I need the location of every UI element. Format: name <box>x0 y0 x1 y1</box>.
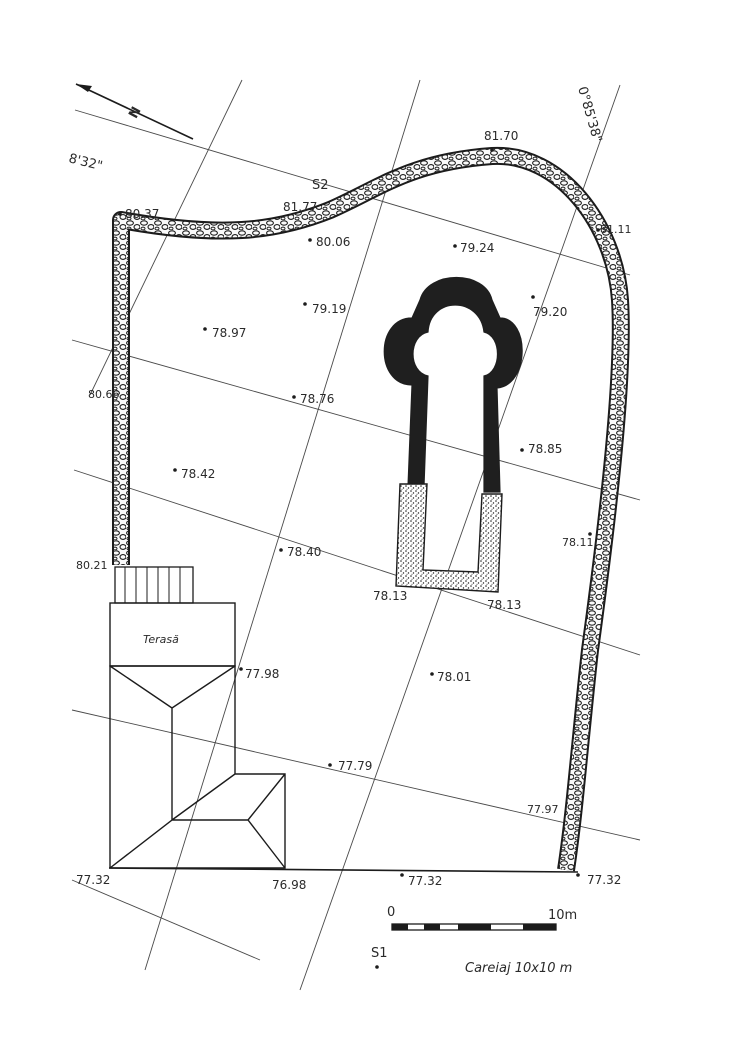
elevation-label: 77.32 <box>587 873 621 887</box>
scale-bar-start: 0 <box>387 905 395 920</box>
survey-grid <box>71 79 641 991</box>
elevation-label: 79.20 <box>533 305 567 319</box>
section-mark-bottom: S1 <box>371 946 388 961</box>
church-plan <box>383 277 523 593</box>
elevation-label: 80.21 <box>76 559 108 572</box>
elevation-labels: 80.37 81.77 80.06 81.70 79.24 81.11 79.1… <box>76 129 632 892</box>
elevation-label: 76.98 <box>272 878 306 892</box>
section-mark-top: S2 <box>312 178 329 193</box>
elevation-label: 78.01 <box>437 670 471 684</box>
elevation-label: 78.13 <box>373 589 407 603</box>
elevation-label: 78.85 <box>528 442 562 456</box>
elevation-label: 78.11 <box>562 536 594 549</box>
section-mark-bottom-point <box>375 965 379 969</box>
elevation-label: 81.70 <box>484 129 518 143</box>
elevation-label: 79.19 <box>312 302 346 316</box>
elevation-label: 78.42 <box>181 467 215 481</box>
elevation-label: 79.24 <box>460 241 494 255</box>
north-arrow: N <box>75 83 194 140</box>
elevation-label: 77.32 <box>408 874 442 888</box>
enclosure-stone-infill <box>114 148 628 872</box>
elevation-label: 78.40 <box>287 545 321 559</box>
church-nave-dotted <box>395 483 503 593</box>
elevation-label: 77.98 <box>245 667 279 681</box>
elevation-label: 77.32 <box>76 873 110 887</box>
grid-note: Careiaj 10x10 m <box>465 961 572 976</box>
elevation-label: 78.13 <box>487 598 521 612</box>
grid-bearing-right: 0°85'38" <box>574 85 604 144</box>
elevation-label: 78.76 <box>300 392 334 406</box>
elevation-label: 80.66 <box>88 388 120 401</box>
elevation-dots <box>118 148 600 877</box>
elevation-label: 77.97 <box>527 803 559 816</box>
annex-roof <box>109 665 286 869</box>
stairs <box>114 566 194 604</box>
elevation-label: 77.79 <box>338 759 372 773</box>
grid-bearing-left: 8'32" <box>67 151 104 174</box>
north-letter: N <box>126 104 144 121</box>
elevation-label: 81.77 <box>283 200 317 214</box>
elevation-label: 80.06 <box>316 235 350 249</box>
elevation-label: 80.37 <box>125 207 159 221</box>
church-walls <box>383 277 523 493</box>
scale-bar: 0 10m <box>387 905 577 931</box>
terrace-label: Terasă <box>143 633 179 646</box>
scale-bar-end: 10m <box>548 908 577 923</box>
annex-building: Terasă <box>109 566 286 869</box>
elevation-label: 81.11 <box>600 223 632 236</box>
elevation-label: 78.97 <box>212 326 246 340</box>
